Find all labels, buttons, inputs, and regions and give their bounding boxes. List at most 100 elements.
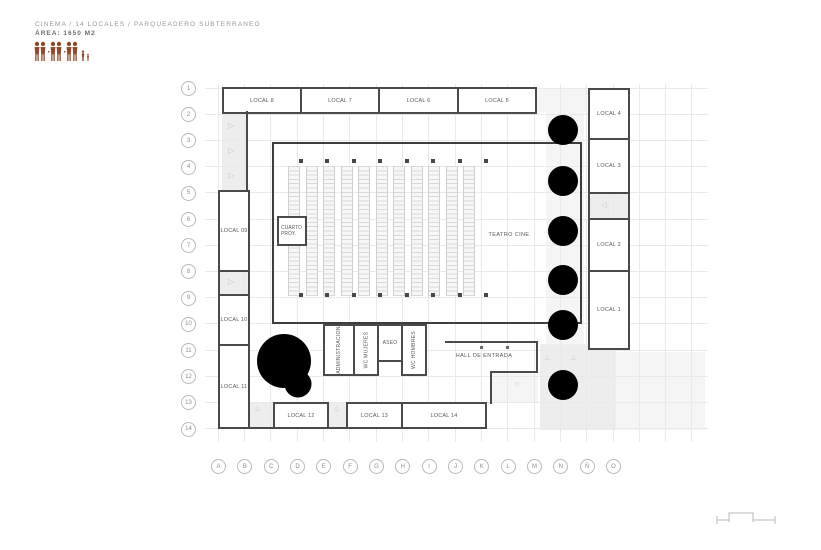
column-dot — [404, 159, 409, 163]
col-axis-I: I — [421, 459, 437, 474]
grid-line-horizontal — [205, 139, 708, 141]
room-local-3: LOCAL 3 — [588, 138, 630, 194]
room-label: LOCAL 11 — [220, 383, 248, 390]
col-axis-B: B — [237, 459, 253, 474]
arrow-triangle-icon: ◁ — [514, 381, 519, 388]
room-local-10: LOCAL 10 — [218, 294, 250, 346]
seat-row-strip — [358, 166, 370, 296]
row-axis-14: 14 — [181, 421, 196, 437]
grid-line-vertical — [665, 84, 667, 442]
arrow-triangle-icon: △ — [334, 405, 339, 412]
room-label: LOCAL 14 — [430, 412, 458, 419]
grid-line-vertical — [586, 84, 588, 442]
arrow-triangle-icon: ▷ — [228, 121, 235, 130]
row-axis-1: 1 — [181, 81, 196, 96]
room-local-5: LOCAL 5 — [457, 87, 537, 114]
grid-line-horizontal — [205, 297, 708, 299]
seat-row-strip — [445, 166, 458, 296]
wall-segment — [248, 270, 250, 296]
col-axis-N: N — [553, 459, 569, 474]
row-axis-11: 11 — [181, 343, 196, 358]
room-label: ADMINISTRACION — [336, 326, 343, 374]
grid-line-vertical — [270, 84, 272, 442]
column-dot — [480, 346, 483, 349]
room-label: LOCAL 5 — [485, 97, 509, 104]
row-axis-5: 5 — [181, 185, 196, 201]
col-axis-K: K — [474, 459, 490, 474]
room-local-1: LOCAL 1 — [588, 270, 630, 350]
row-axis-13: 13 — [181, 395, 196, 411]
grid-line-horizontal — [205, 349, 708, 351]
row-axis-12: 12 — [181, 369, 196, 385]
column-dot — [351, 293, 356, 297]
bottom-gap-paving-2 — [329, 402, 346, 427]
people-scale-figures-icon — [34, 41, 89, 61]
col-axis-E: E — [316, 459, 332, 474]
col-axis-C: C — [263, 459, 279, 474]
room-local-12: LOCAL 12 — [273, 402, 329, 429]
theater-hall-outline — [272, 142, 582, 324]
tree-icon — [257, 334, 311, 388]
room-wc-women: WC MUJERES — [353, 324, 379, 376]
column-dot — [351, 159, 356, 163]
ramp-paving — [222, 113, 246, 191]
column-dot — [457, 159, 462, 163]
arrow-triangle-icon: ◁ — [601, 200, 608, 209]
row-axis-3: 3 — [181, 133, 196, 149]
col-axis-F: F — [342, 459, 358, 474]
col-axis-Ñ: Ñ — [579, 459, 595, 474]
room-label: LOCAL 7 — [328, 97, 352, 104]
wall-segment — [588, 192, 590, 220]
column-dot — [506, 346, 509, 349]
grid-line-vertical — [533, 84, 535, 442]
col-axis-J: J — [448, 459, 463, 474]
room-label: LOCAL 12 — [287, 412, 315, 419]
drawing-title: CINEMA / 14 LOCALES / PARQUEADERO SUBTER… — [35, 21, 261, 28]
column-dot — [484, 293, 488, 297]
room-label: LOCAL 09 — [220, 228, 248, 234]
room-local-09: LOCAL 09 — [218, 190, 250, 272]
arrow-triangle-icon: ▷ — [228, 146, 235, 155]
hall-wall — [490, 371, 492, 404]
col-axis-G: G — [369, 459, 384, 474]
arrow-triangle-icon: ▷ — [228, 171, 235, 180]
column-dot — [325, 293, 329, 297]
column-dot — [325, 159, 329, 163]
graphic-scale-icon — [716, 512, 776, 524]
room-label: LOCAL 1 — [597, 307, 621, 313]
column-dot — [484, 159, 488, 163]
arrow-triangle-icon: △ — [255, 405, 260, 412]
left-passage-paving — [220, 272, 248, 294]
column-dot — [298, 293, 303, 297]
room-projection: CUARTO PROY. — [277, 216, 307, 246]
grid-line-horizontal — [205, 375, 708, 377]
wall-segment — [246, 111, 248, 192]
room-label: LOCAL 4 — [597, 111, 621, 117]
row-axis-6: 6 — [181, 212, 196, 227]
column-dot — [378, 159, 382, 163]
grid-line-vertical — [559, 84, 561, 442]
room-label: WC HOMBRES — [411, 331, 417, 369]
room-local-6: LOCAL 6 — [378, 87, 459, 114]
seat-row-strip — [463, 166, 475, 296]
seat-row-strip — [305, 166, 318, 296]
col-axis-L: L — [500, 459, 516, 474]
room-local-4: LOCAL 4 — [588, 88, 630, 140]
arrow-triangle-icon: △ — [571, 354, 576, 361]
room-label: WC MUJERES — [363, 331, 369, 369]
seat-row-strip — [375, 166, 388, 296]
room-aseo: ASEO — [377, 324, 403, 362]
row-axis-2: 2 — [181, 107, 196, 123]
column-dot — [298, 159, 303, 163]
seat-row-strip — [393, 166, 405, 296]
row-axis-7: 7 — [181, 238, 196, 254]
row-axis-4: 4 — [181, 159, 196, 175]
row-axis-9: 9 — [181, 290, 196, 306]
room-label: LOCAL 10 — [220, 317, 248, 323]
bottom-gap-paving-1 — [250, 402, 273, 427]
wall-segment — [628, 192, 630, 220]
room-local-11: LOCAL 11 — [218, 344, 250, 429]
room-wc-men: WC HOMBRES — [401, 324, 427, 376]
room-administration: ADMINISTRACION — [323, 324, 355, 376]
